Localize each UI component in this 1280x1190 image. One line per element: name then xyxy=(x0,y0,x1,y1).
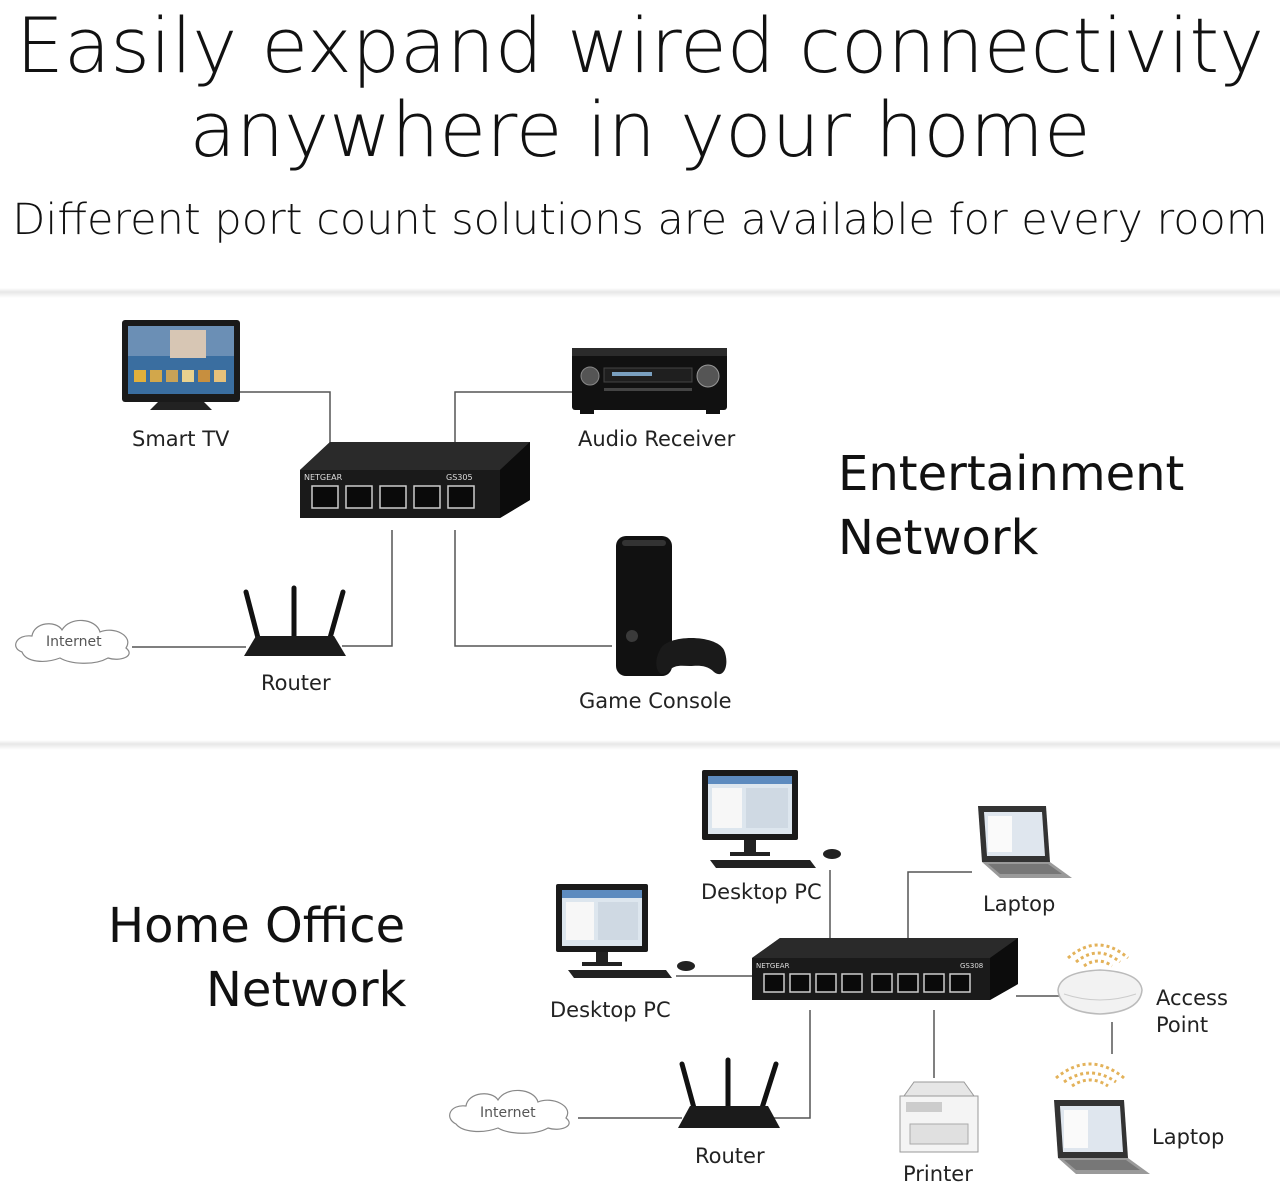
access-point-label-line-2: Point xyxy=(1156,1013,1208,1037)
smart-tv-icon xyxy=(122,320,240,410)
headline-line-1: Easily expand wired connectivity xyxy=(15,1,1265,90)
smart-tv-label: Smart TV xyxy=(132,427,230,451)
cable-router-switch-office xyxy=(764,1010,811,1119)
switch-gs305-model: GS305 xyxy=(446,473,473,482)
switch-gs305-icon: NETGEAR GS305 xyxy=(300,442,530,518)
router-office-icon xyxy=(678,1057,780,1128)
laptop-bottom-label: Laptop xyxy=(1152,1125,1224,1149)
switch-gs308-icon: NETGEAR GS308 xyxy=(752,938,1018,1000)
section-divider-top xyxy=(0,288,1280,298)
game-console-icon xyxy=(616,536,727,676)
switch-gs308-brand: NETGEAR xyxy=(756,962,790,970)
printer-icon xyxy=(899,1081,979,1153)
laptop-bottom-icon xyxy=(1054,1062,1150,1174)
internet-label-entertainment: Internet xyxy=(46,634,102,650)
laptop-top-icon xyxy=(978,806,1072,878)
internet-label-office: Internet xyxy=(480,1105,536,1121)
cable-laptop-top-switch xyxy=(907,871,972,966)
printer-label: Printer xyxy=(903,1162,973,1186)
desktop-pc-left-icon xyxy=(556,884,695,978)
desktop-pc-left-label: Desktop PC xyxy=(550,998,671,1022)
headline-line-2: anywhere in your home xyxy=(189,85,1091,174)
access-point-label-line-1: Access xyxy=(1156,986,1228,1010)
desktop-pc-top-icon xyxy=(702,770,841,868)
subheadline: Different port count solutions are avail… xyxy=(12,195,1268,245)
wifi-waves-icon xyxy=(1067,943,1129,968)
home-office-title-line-1: Home Office xyxy=(108,898,406,954)
audio-receiver-icon xyxy=(572,348,727,414)
internet-cloud-icon: Internet xyxy=(15,619,130,664)
section-divider-middle xyxy=(0,740,1280,750)
router-office-label: Router xyxy=(695,1144,765,1168)
router-icon xyxy=(243,585,346,656)
entertainment-title-line-1: Entertainment xyxy=(838,446,1185,502)
home-office-cables xyxy=(578,870,1113,1119)
cable-console-switch xyxy=(454,530,612,647)
home-office-diagram: NETGEAR GS308 xyxy=(449,770,1228,1186)
desktop-pc-top-label: Desktop PC xyxy=(701,880,822,904)
switch-gs308-model: GS308 xyxy=(960,962,983,970)
access-point-icon xyxy=(1057,943,1143,1015)
entertainment-title-line-2: Network xyxy=(838,510,1039,566)
router-label-entertainment: Router xyxy=(261,671,331,695)
home-office-title-line-2: Network xyxy=(206,962,407,1018)
switch-gs305-brand: NETGEAR xyxy=(304,473,343,482)
cable-router-switch xyxy=(342,530,393,647)
internet-cloud-office-icon: Internet xyxy=(449,1089,570,1134)
game-console-label: Game Console xyxy=(579,689,732,713)
audio-receiver-label: Audio Receiver xyxy=(578,427,736,451)
laptop-top-label: Laptop xyxy=(983,892,1055,916)
wifi-waves-laptop-icon xyxy=(1055,1062,1125,1088)
entertainment-diagram: NETGEAR GS305 Internet Smart TV Audio Re… xyxy=(15,320,736,713)
